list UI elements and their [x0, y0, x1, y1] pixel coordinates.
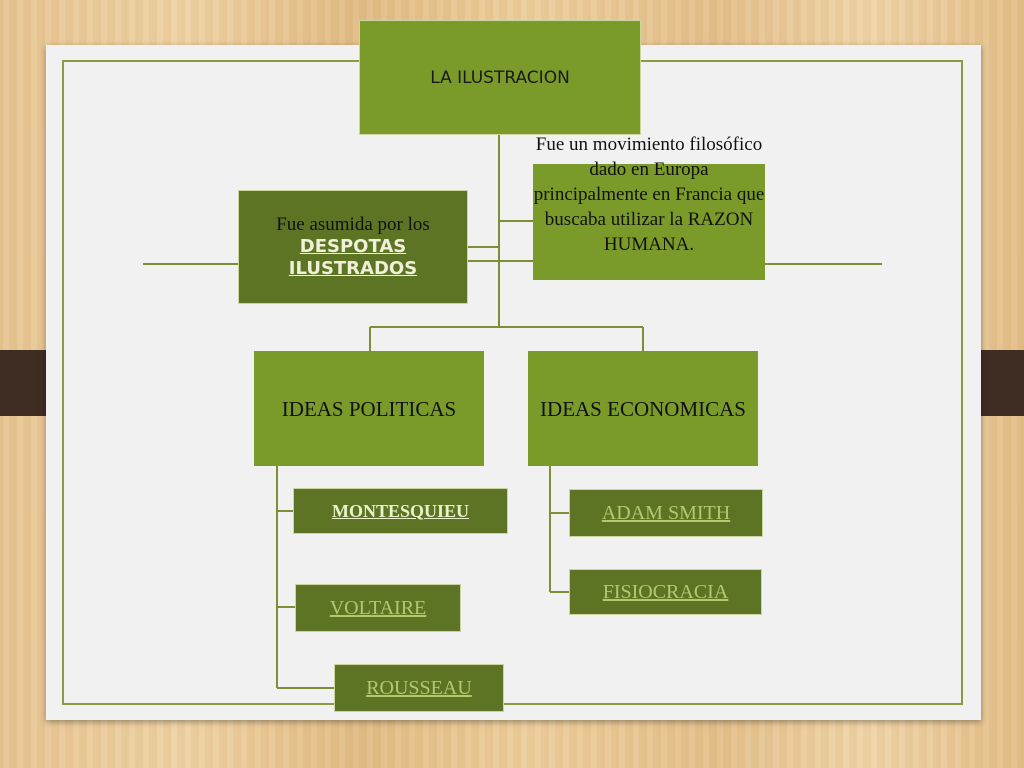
root-node: LA ILUSTRACION	[359, 20, 641, 135]
rousseau-link[interactable]: ROUSSEAU	[334, 664, 504, 712]
adam-smith-link[interactable]: ADAM SMITH	[569, 489, 763, 537]
ideas-politicas-label: IDEAS POLITICAS	[281, 396, 457, 421]
montesquieu-link[interactable]: MONTESQUIEU	[293, 488, 508, 534]
description-node	[533, 164, 765, 280]
fisiocracia-link[interactable]: FISIOCRACIA	[569, 569, 762, 615]
root-label: LA ILUSTRACION	[430, 67, 570, 88]
ideas-economicas-node: IDEAS ECONOMICAS	[528, 351, 758, 466]
despotas-prefix: Fue asumida por los	[276, 214, 430, 235]
ideas-politicas-node: IDEAS POLITICAS	[254, 351, 484, 466]
despotas-link[interactable]: DESPOTAS ILUSTRADOS	[288, 236, 418, 279]
ideas-economicas-label: IDEAS ECONOMICAS	[540, 396, 746, 421]
despotas-node: Fue asumida por los DESPOTAS ILUSTRADOS	[238, 190, 468, 304]
voltaire-link[interactable]: VOLTAIRE	[295, 584, 461, 632]
description-text: Fue un movimiento filosófico dado en Eur…	[533, 134, 765, 255]
slide-paper	[46, 45, 981, 720]
